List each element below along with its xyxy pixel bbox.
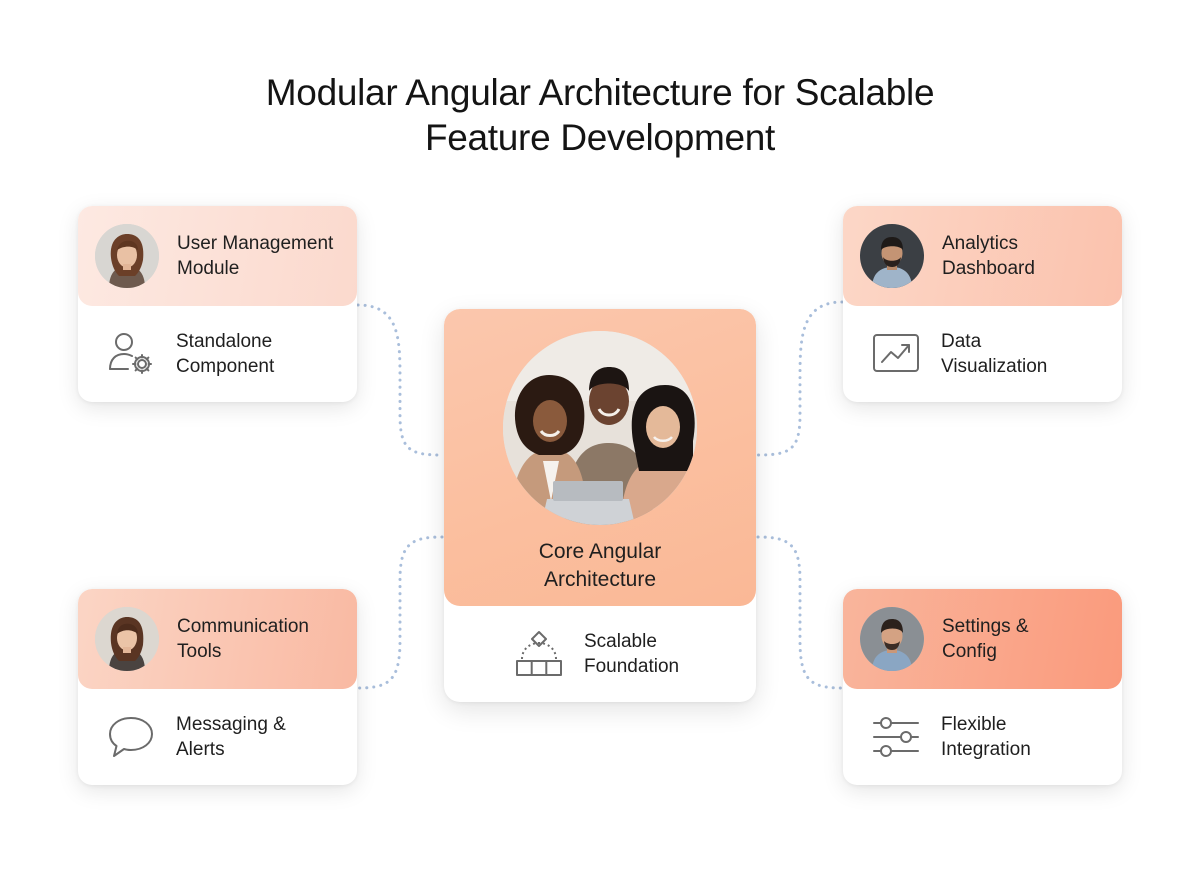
- diagram-title: Modular Angular Architecture for Scalabl…: [265, 72, 935, 158]
- trend-chart-icon: [873, 334, 919, 372]
- module-card-header: Settings & Config: [843, 589, 1122, 689]
- module-title: Analytics Dashboard: [942, 233, 1035, 279]
- man-avatar: [860, 607, 924, 671]
- module-card-user-management[interactable]: User Management Module Standalone Compon…: [78, 206, 357, 402]
- sliders-icon: [873, 717, 919, 757]
- module-card-header: Communication Tools: [78, 589, 357, 689]
- module-card-body: Messaging & Alerts: [78, 689, 357, 785]
- connector-bottom-right: [756, 535, 844, 690]
- module-title: Communication Tools: [177, 616, 309, 662]
- module-card-header: User Management Module: [78, 206, 357, 306]
- module-card-body: Data Visualization: [843, 306, 1122, 402]
- module-title: Settings & Config: [942, 616, 1029, 662]
- module-card-settings[interactable]: Settings & Config Flexible Integration: [843, 589, 1122, 785]
- team-photo: [503, 331, 697, 525]
- speech-bubble-icon: [109, 717, 153, 757]
- module-subtitle: Standalone Component: [176, 331, 275, 377]
- module-subtitle: Flexible Integration: [941, 714, 1031, 760]
- module-card-body: Flexible Integration: [843, 689, 1122, 785]
- module-subtitle: Messaging & Alerts: [176, 714, 286, 760]
- man-avatar: [860, 224, 924, 288]
- module-title: User Management Module: [177, 233, 334, 279]
- woman-avatar: [95, 224, 159, 288]
- user-gear-icon: [109, 333, 152, 374]
- core-architecture-card[interactable]: Core Angular Architecture Scalable Found…: [444, 309, 756, 702]
- module-card-header: Analytics Dashboard: [843, 206, 1122, 306]
- core-subtitle: Scalable Foundation: [584, 631, 680, 677]
- module-card-body: Standalone Component: [78, 306, 357, 402]
- module-card-analytics[interactable]: Analytics Dashboard Data Visualization: [843, 206, 1122, 402]
- connector-top-right: [756, 300, 844, 457]
- connector-top-left: [356, 303, 444, 457]
- module-subtitle: Data Visualization: [941, 331, 1048, 377]
- blocks-foundation-icon: [516, 631, 562, 676]
- core-title: Core Angular Architecture: [538, 540, 662, 591]
- module-card-communication[interactable]: Communication Tools Messaging & Alerts: [78, 589, 357, 785]
- connector-bottom-left: [356, 535, 444, 690]
- core-card-body: Scalable Foundation: [444, 606, 756, 702]
- woman-avatar: [95, 607, 159, 671]
- core-card-header: Core Angular Architecture: [444, 309, 756, 606]
